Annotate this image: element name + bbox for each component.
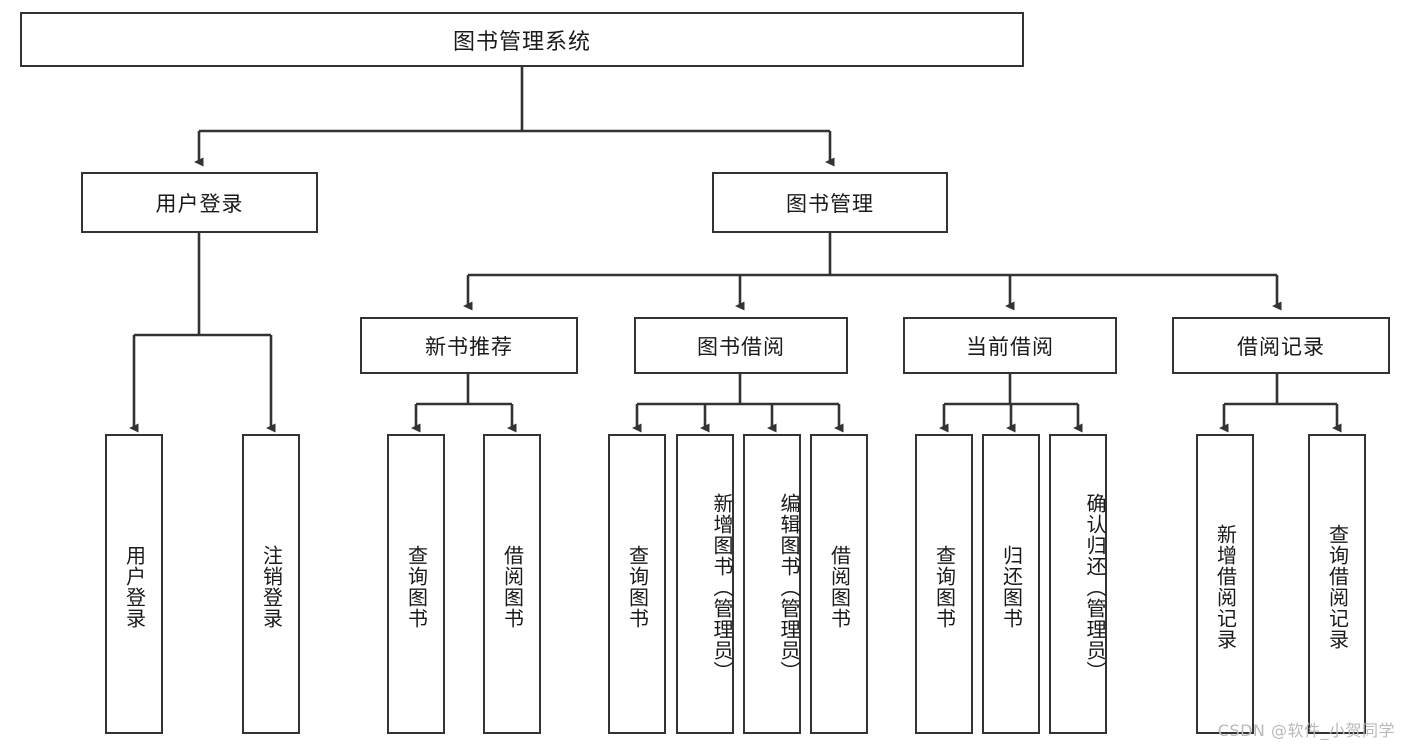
leaf-borrow-books-recommend[interactable]: 借阅图书: [483, 434, 541, 734]
node-label: 当前借阅: [966, 334, 1054, 359]
node-label: 查询图书: [932, 545, 957, 629]
leaf-query-borrow-record[interactable]: 查询借阅记录: [1308, 434, 1366, 734]
leaf-edit-book-admin[interactable]: 编辑图书（管理员）: [743, 434, 801, 734]
watermark-text: CSDN @软件_小贺同学: [1217, 721, 1395, 740]
leaf-add-borrow-record[interactable]: 新增借阅记录: [1196, 434, 1254, 734]
node-label: 图书管理: [786, 191, 874, 216]
node-label: 查询图书: [625, 545, 650, 629]
node-book-management-system[interactable]: 图书管理系统: [20, 12, 1024, 67]
leaf-add-book-admin[interactable]: 新增图书（管理员）: [676, 434, 734, 734]
leaf-query-books-current[interactable]: 查询图书: [915, 434, 973, 734]
leaf-return-books[interactable]: 归还图书: [982, 434, 1040, 734]
node-label: 借阅图书: [827, 545, 852, 629]
node-label: 注销登录: [259, 545, 284, 629]
node-label: 查询图书: [404, 545, 429, 629]
node-label: 新书推荐: [425, 334, 513, 359]
node-label: 确认归还（管理员）: [1083, 492, 1107, 682]
node-label: 用户登录: [155, 191, 244, 216]
node-borrow-records[interactable]: 借阅记录: [1172, 317, 1390, 374]
node-label: 新增图书（管理员）: [710, 492, 734, 682]
leaf-user-login[interactable]: 用户登录: [105, 434, 163, 734]
node-new-book-recommend[interactable]: 新书推荐: [360, 317, 578, 374]
node-label: 用户登录: [122, 545, 147, 629]
node-book-management[interactable]: 图书管理: [712, 172, 948, 233]
leaf-query-books-recommend[interactable]: 查询图书: [387, 434, 445, 734]
leaf-borrow-books[interactable]: 借阅图书: [810, 434, 868, 734]
leaf-confirm-return-admin[interactable]: 确认归还（管理员）: [1049, 434, 1107, 734]
node-current-borrow[interactable]: 当前借阅: [903, 317, 1117, 374]
leaf-logout[interactable]: 注销登录: [242, 434, 300, 734]
node-label: 新增借阅记录: [1213, 524, 1238, 650]
node-label: 图书管理系统: [452, 29, 591, 55]
node-label: 查询借阅记录: [1325, 524, 1350, 650]
leaf-query-books-borrow[interactable]: 查询图书: [608, 434, 666, 734]
node-book-borrow[interactable]: 图书借阅: [634, 317, 848, 374]
node-label: 图书借阅: [697, 334, 785, 359]
node-label: 编辑图书（管理员）: [777, 492, 801, 682]
node-label: 归还图书: [999, 545, 1024, 629]
node-label: 借阅图书: [500, 545, 525, 629]
node-user-login[interactable]: 用户登录: [81, 172, 318, 233]
node-label: 借阅记录: [1237, 334, 1325, 359]
